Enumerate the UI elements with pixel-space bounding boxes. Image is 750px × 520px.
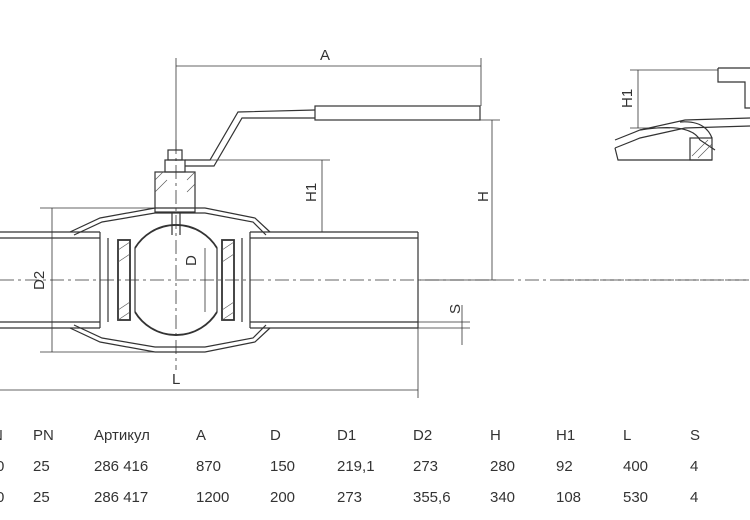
table-cell: 92 bbox=[556, 458, 573, 475]
header-cell: N bbox=[0, 427, 3, 444]
dimension-A: A bbox=[175, 47, 482, 150]
table-cell: 4 bbox=[690, 458, 699, 475]
label-L: L bbox=[172, 371, 180, 388]
table-cell: 340 bbox=[490, 489, 516, 506]
table-cell: 530 bbox=[623, 489, 649, 506]
table-cell: 286 416 bbox=[94, 458, 149, 475]
label-H1: H1 bbox=[303, 183, 320, 202]
stem-assembly bbox=[154, 140, 196, 370]
table-cell: 200 bbox=[270, 489, 296, 506]
table-cell: 273 bbox=[413, 458, 439, 475]
label-S: S bbox=[447, 304, 464, 314]
dimension-H1: H1 bbox=[195, 159, 330, 233]
header-cell: D2 bbox=[413, 427, 433, 444]
table-cell: 355,6 bbox=[413, 489, 451, 506]
left-seat bbox=[117, 239, 131, 321]
header-cell: D bbox=[270, 427, 281, 444]
table-cell: 219,1 bbox=[337, 458, 375, 475]
header-cell: A bbox=[196, 427, 207, 444]
table-cell: 273 bbox=[337, 489, 363, 506]
valve-body bbox=[69, 207, 271, 353]
table-cell: 280 bbox=[490, 458, 516, 475]
valve-technical-drawing: A H H1 D2 D S L bbox=[0, 47, 750, 398]
header-cell: H bbox=[490, 427, 501, 444]
table-cell: 25 bbox=[33, 458, 50, 475]
dimension-D2: D2 bbox=[31, 207, 155, 353]
table-cell: 0 bbox=[0, 489, 5, 506]
table-cell: 150 bbox=[270, 458, 296, 475]
table-header-row: N PN Артикул A D D1 D2 H H1 L S bbox=[0, 422, 750, 453]
table-cell: 0 bbox=[0, 458, 5, 475]
left-pipe bbox=[0, 231, 100, 329]
dimension-H: H bbox=[420, 119, 500, 281]
dimension-D: D bbox=[183, 248, 206, 312]
header-cell: PN bbox=[33, 427, 54, 444]
detail-view: H1 bbox=[560, 67, 750, 281]
header-cell: L bbox=[623, 427, 632, 444]
header-cell: Артикул bbox=[94, 427, 150, 444]
header-cell: D1 bbox=[337, 427, 357, 444]
header-cell: H1 bbox=[556, 427, 576, 444]
label-H: H bbox=[475, 191, 492, 202]
table-cell: 4 bbox=[690, 489, 699, 506]
handle-lever bbox=[185, 105, 481, 167]
label-D: D bbox=[183, 255, 200, 266]
dimension-L: L bbox=[0, 328, 419, 398]
table-cell: 400 bbox=[623, 458, 649, 475]
label-H1-detail: H1 bbox=[619, 89, 636, 108]
table-row: 0 25 286 417 1200 200 273 355,6 340 108 … bbox=[0, 484, 750, 515]
label-A: A bbox=[320, 47, 330, 64]
right-seat bbox=[221, 239, 235, 321]
table-cell: 25 bbox=[33, 489, 50, 506]
dimension-S: S bbox=[418, 304, 470, 345]
table-cell: 870 bbox=[196, 458, 222, 475]
header-cell: S bbox=[690, 427, 701, 444]
table-cell: 1200 bbox=[196, 489, 230, 506]
table-cell: 286 417 bbox=[94, 489, 149, 506]
table-row: 0 25 286 416 870 150 219,1 273 280 92 40… bbox=[0, 453, 750, 484]
table-cell: 108 bbox=[556, 489, 582, 506]
label-D2: D2 bbox=[31, 271, 48, 290]
specifications-table: N PN Артикул A D D1 D2 H H1 L S 0 25 286… bbox=[0, 422, 750, 515]
